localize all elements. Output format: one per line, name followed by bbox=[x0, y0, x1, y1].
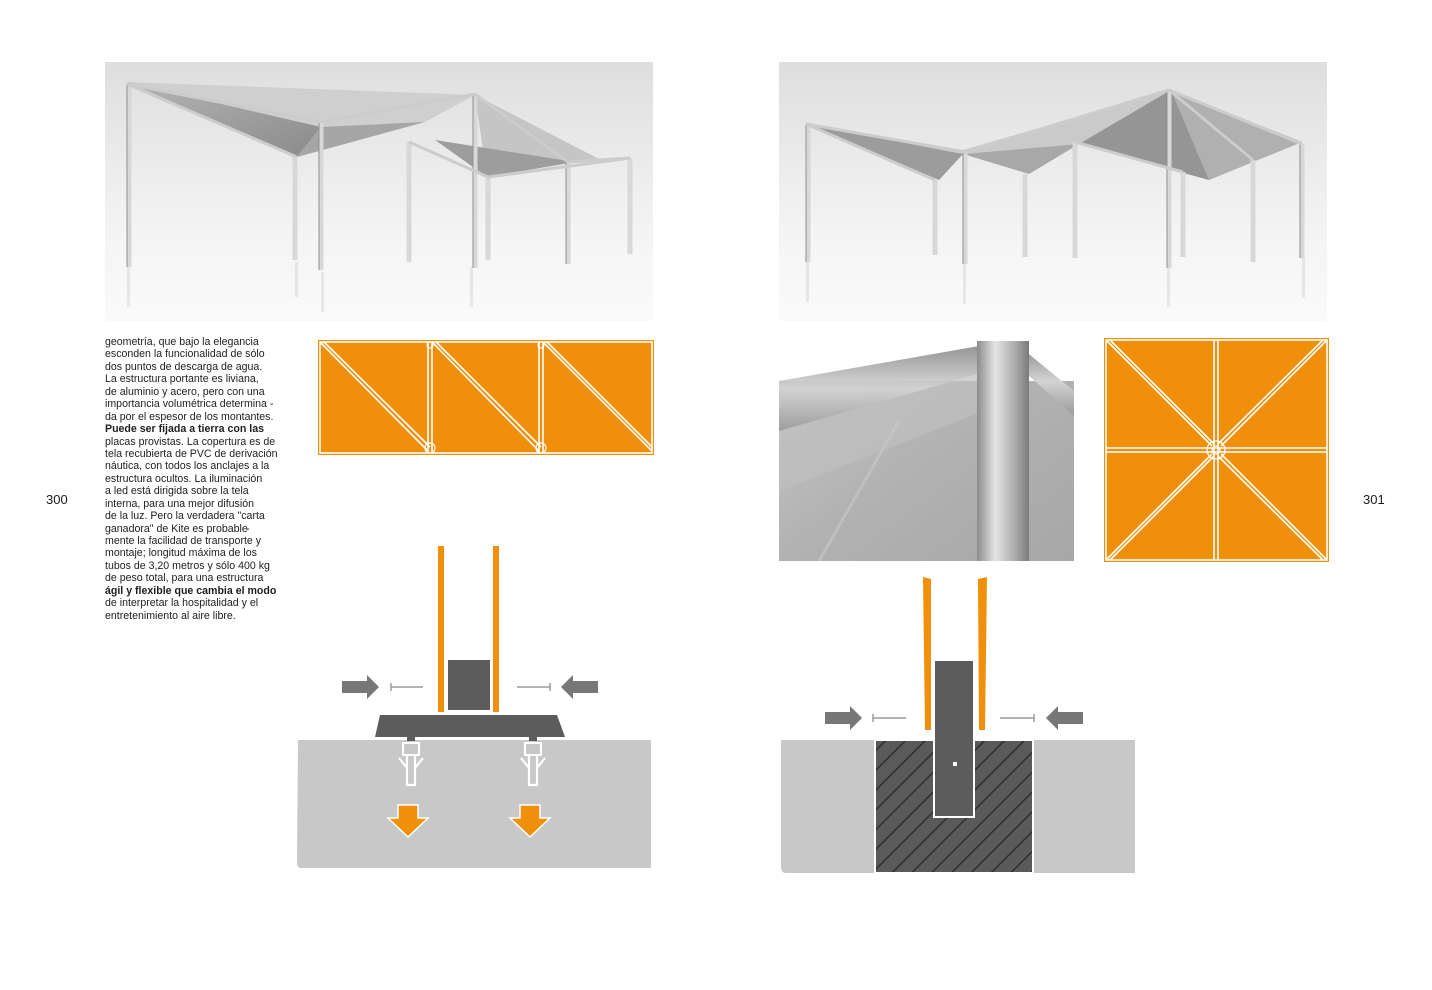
text-line: ganadora" de Kite es probable bbox=[105, 522, 248, 535]
screw-icon bbox=[390, 683, 423, 691]
text-line: a led está dirigida sobre la tela bbox=[105, 485, 249, 498]
text-line: interna, para una mejor difusión bbox=[105, 497, 254, 510]
anchor-bolt-icon bbox=[520, 730, 546, 787]
screw-icon bbox=[1000, 714, 1035, 722]
text-line: montaje; longitud máxima de los bbox=[105, 547, 257, 560]
text-line: La estructura portante es liviana, bbox=[105, 373, 259, 386]
text-line: esconden la funcionalidad de sólo bbox=[105, 348, 265, 361]
orange-down-arrow-icon bbox=[386, 804, 430, 839]
section-diagram-embedded-foundation bbox=[778, 570, 1138, 875]
gray-arrow-icon bbox=[561, 675, 598, 699]
section-diagram-plate-fixing bbox=[295, 540, 655, 870]
orange-down-arrow-icon bbox=[508, 804, 552, 839]
article-text-column: geometría, que bajo la elegancia esconde… bbox=[105, 336, 285, 622]
photo-pavilion-right bbox=[779, 62, 1327, 321]
page-number-left: 300 bbox=[46, 492, 68, 507]
text-line-bold: ágil y flexible que cambia el modo bbox=[105, 584, 277, 597]
text-line: da por el espesor de los montantes. bbox=[105, 410, 274, 423]
gray-arrow-icon bbox=[825, 706, 862, 730]
text-line: de la luz. Pero la verdadera "carta bbox=[105, 510, 265, 523]
photo-pavilion-left bbox=[105, 62, 653, 321]
gray-arrow-icon bbox=[1046, 706, 1083, 730]
gray-arrow-icon bbox=[342, 675, 379, 699]
text-line: tubos de 3,20 metros y sólo 400 kg bbox=[105, 559, 270, 572]
text-line: náutica, con todos los anclajes a la bbox=[105, 460, 270, 473]
text-line: mente la facilidad de transporte y bbox=[105, 535, 262, 547]
text-line: tela recubierta de PVC de derivación bbox=[105, 447, 278, 460]
text-line-bold: Puede ser fijada a tierra con las bbox=[105, 423, 264, 436]
hyphen-mark: - bbox=[246, 523, 250, 535]
text-line: estructura ocultos. La iluminación bbox=[105, 472, 263, 485]
screw-icon bbox=[872, 714, 906, 722]
photo-joint-detail bbox=[779, 341, 1074, 561]
text-line: de peso total, para una estructura bbox=[105, 572, 264, 585]
text-line: geometría, que bajo la elegancia bbox=[105, 336, 259, 348]
screw-icon bbox=[517, 683, 551, 691]
text-line: placas provistas. La copertura es de bbox=[105, 435, 276, 448]
text-line: entretenimiento al aire libre. bbox=[105, 609, 236, 622]
text-line: de aluminio y acero, pero con una bbox=[105, 385, 265, 398]
plan-diagram-three-modules bbox=[318, 340, 654, 455]
hyphen-mark: - bbox=[270, 398, 274, 410]
text-line: de interpretar la hospitalidad y el bbox=[105, 597, 259, 610]
page-number-right: 301 bbox=[1363, 492, 1385, 507]
text-line: importancia volumétrica determina bbox=[105, 398, 267, 411]
text-line: dos puntos de descarga de agua. bbox=[105, 360, 263, 373]
anchor-bolt-icon bbox=[398, 730, 424, 787]
plan-diagram-four-modules bbox=[1104, 338, 1329, 562]
